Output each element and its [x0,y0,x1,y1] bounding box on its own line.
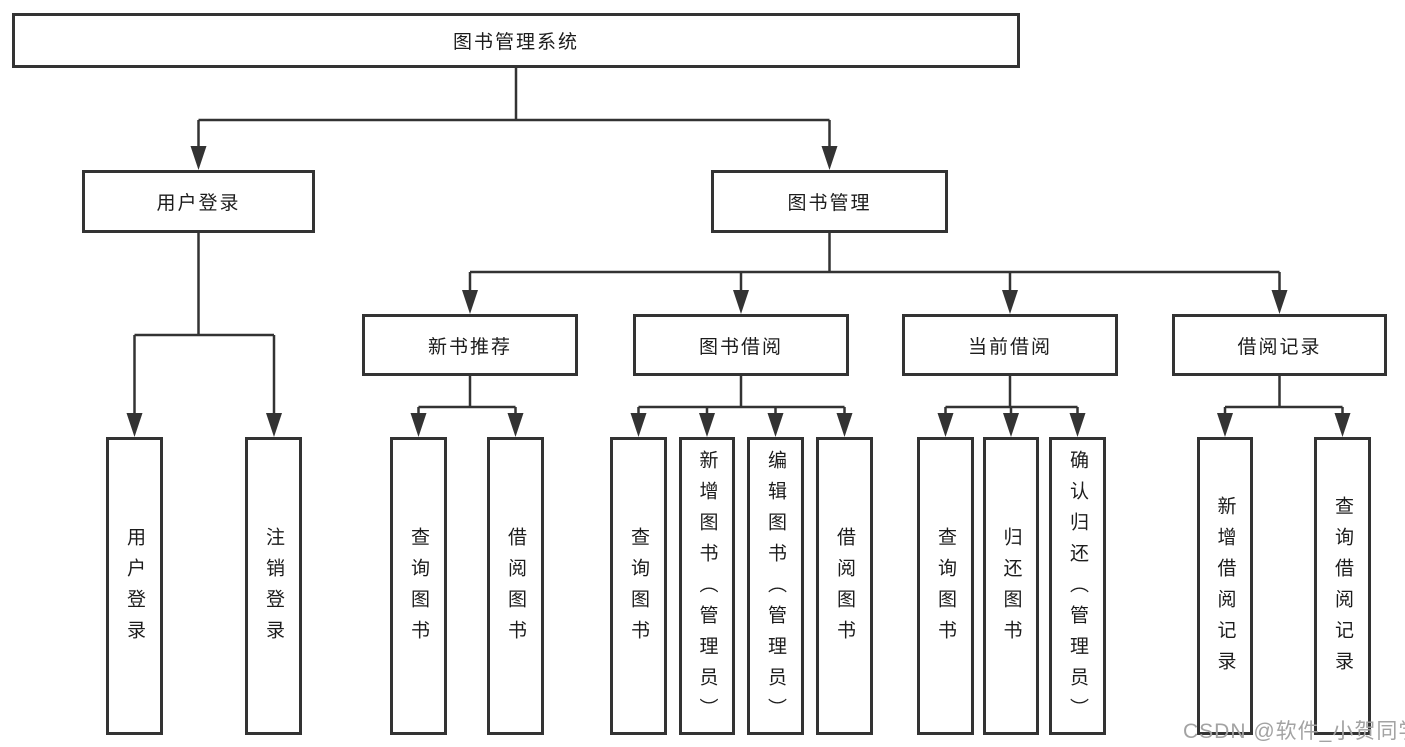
leaf-logout: 注销登录 [245,437,302,735]
leaf-query-books-recommend: 查询图书 [390,437,447,735]
leaf-confirm-return-admin: 确认归还（管理员） [1049,437,1106,735]
leaf-borrow-books-borrowing: 借阅图书 [816,437,873,735]
leaf-query-books-borrowing: 查询图书 [610,437,667,735]
leaf-add-books-admin: 新增图书（管理员） [679,437,735,735]
watermark: CSDN @软件_小贺同学 [1183,720,1405,743]
leaf-borrow-books-recommend: 借阅图书 [487,437,544,735]
leaf-return-books: 归还图书 [983,437,1039,735]
leaf-edit-books-admin: 编辑图书（管理员） [747,437,804,735]
node-book-borrowing: 图书借阅 [633,314,849,376]
leaf-user-login: 用户登录 [106,437,163,735]
node-book-management: 图书管理 [711,170,948,233]
leaf-add-borrow-record: 新增借阅记录 [1197,437,1253,735]
node-borrowing-records: 借阅记录 [1172,314,1387,376]
node-current-borrowing: 当前借阅 [902,314,1118,376]
leaf-query-books-current: 查询图书 [917,437,974,735]
leaf-query-borrow-record: 查询借阅记录 [1314,437,1371,735]
node-root-system: 图书管理系统 [12,13,1020,68]
node-user-login: 用户登录 [82,170,315,233]
node-new-book-recommend: 新书推荐 [362,314,578,376]
